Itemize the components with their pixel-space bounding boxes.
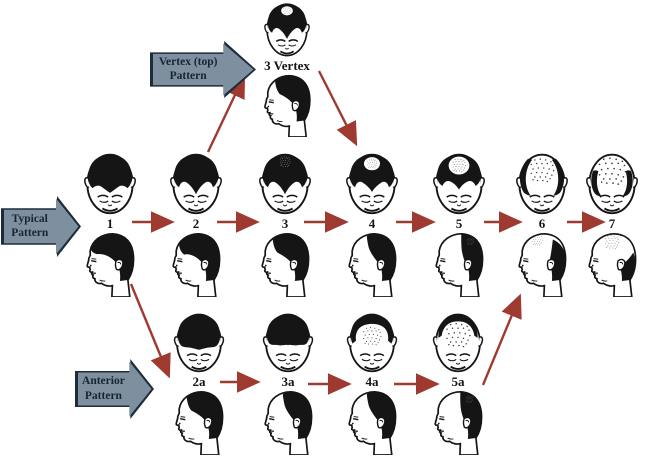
stage-2a-top-view — [173, 313, 225, 373]
stage-1-profile — [86, 232, 135, 297]
stage-2-top-view — [169, 153, 223, 215]
stage-3a-group: 3a — [253, 310, 323, 455]
stage-4-group: 4 — [337, 150, 407, 297]
stage-2a-profile — [175, 390, 224, 455]
stage-5a-profile — [434, 390, 483, 455]
stage-7-top-view — [585, 153, 639, 215]
stage-5-top-view — [432, 153, 486, 215]
stage-3vertex-group: 3 Vertex — [252, 0, 322, 137]
anterior-pattern-label: Anterior Pattern — [75, 359, 154, 419]
stage-2a-group: 2a — [164, 310, 234, 455]
stage-1-group: 1 — [75, 150, 145, 297]
vertex-pattern-label-line2: Pattern — [169, 70, 207, 83]
stage-3a-profile — [264, 390, 313, 455]
stage-2-profile — [172, 232, 221, 297]
stage-5a-label: 5a — [451, 374, 465, 389]
arrow-3vertex-to-4 — [317, 70, 358, 147]
stage-5a-top-view — [432, 313, 484, 373]
anterior-pattern-label-line1: Anterior — [82, 375, 125, 388]
vertex-pattern-label-line1: Vertex (top) — [158, 55, 218, 68]
stage-6-top-view — [515, 153, 569, 215]
stage-5-profile — [435, 232, 484, 297]
stage-5-group: 5 — [424, 150, 494, 297]
stage-3a-top-view — [262, 313, 314, 373]
typical-pattern-label-line1: Typical — [11, 212, 48, 225]
stage-4a-group: 4a — [337, 310, 407, 455]
stage-5-label: 5 — [455, 216, 463, 231]
stage-6-label: 6 — [538, 216, 546, 231]
stage-6-group: 6 — [507, 150, 577, 297]
stage-2a-label: 2a — [192, 374, 206, 389]
stage-4a-top-view — [346, 313, 398, 373]
typical-pattern-label-line2: Pattern — [11, 227, 49, 240]
stage-3a-label: 3a — [281, 374, 295, 389]
stage-1-label: 1 — [106, 216, 114, 231]
stage-1-top-view — [83, 153, 137, 215]
stage-7-profile — [588, 232, 637, 297]
stage-4a-profile — [348, 390, 397, 455]
stage-3vertex-profile — [264, 74, 311, 137]
stage-4a-label: 4a — [365, 374, 379, 389]
stage-4-profile — [348, 232, 397, 297]
stage-2-group: 2 — [161, 150, 231, 297]
stage-6-profile — [518, 232, 567, 297]
stage-7-group: 7 — [577, 150, 647, 297]
stage-4-top-view — [345, 153, 399, 215]
stage-5a-group: 5a — [423, 310, 493, 455]
stage-3vertex-label: 3 Vertex — [264, 58, 310, 73]
vertex-pattern-label: Vertex (top) Pattern — [150, 41, 256, 98]
stage-2-label: 2 — [192, 216, 200, 231]
stage-3-top-view — [258, 153, 312, 215]
stage-3-label: 3 — [281, 216, 289, 231]
stage-3-group: 3 — [250, 150, 320, 297]
typical-pattern-label: Typical Pattern — [1, 196, 81, 257]
stage-4-label: 4 — [368, 216, 376, 231]
stage-3-profile — [261, 232, 310, 297]
stage-3vertex-top-view — [264, 3, 310, 57]
stage-7-label: 7 — [608, 216, 616, 231]
anterior-pattern-label-line2: Pattern — [84, 390, 122, 402]
